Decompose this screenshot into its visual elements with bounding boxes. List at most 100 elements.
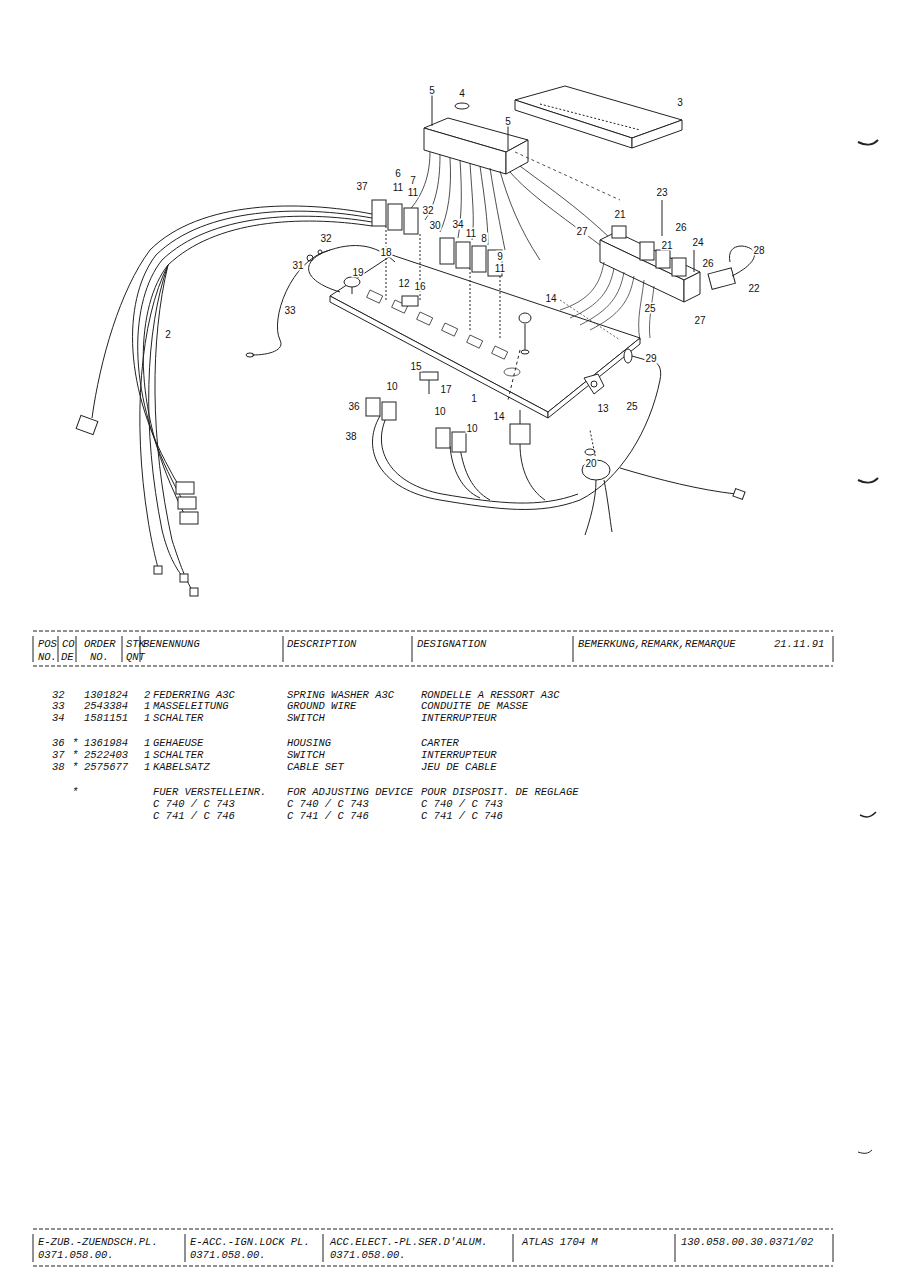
- table-cell: CABLE SET: [287, 761, 344, 773]
- callout-number: 10: [433, 406, 446, 417]
- callout-number: 12: [397, 278, 410, 289]
- callout-number: 5: [504, 116, 512, 127]
- callout-number: 23: [655, 187, 668, 198]
- callout-number: 5: [428, 85, 436, 96]
- table-cell: 0371.058.00.: [330, 1249, 406, 1261]
- callout-number: 20: [584, 458, 597, 469]
- table-cell: SWITCH: [287, 712, 325, 724]
- table-cell: C 741 / C 746: [421, 810, 503, 822]
- table-cell: RONDELLE A RESSORT A3C: [421, 689, 560, 701]
- callout-number: 4: [458, 88, 466, 99]
- table-cell: MASSELEITUNG: [153, 700, 229, 712]
- callout-number: 31: [291, 260, 304, 271]
- callout-number: 27: [693, 315, 706, 326]
- callout-number: 17: [439, 384, 452, 395]
- table-cell: DE: [61, 651, 74, 663]
- callout-number: 37: [355, 181, 368, 192]
- table-cell: 130.058.00.30.0371/02: [681, 1236, 813, 1248]
- callout-number: 22: [747, 283, 760, 294]
- table-cell: STK: [126, 638, 145, 650]
- callout-number: 28: [752, 245, 765, 256]
- table-cell: 32: [52, 689, 65, 701]
- callout-number: 11: [465, 228, 477, 239]
- callout-number: 25: [643, 303, 656, 314]
- table-cell: 2575677: [84, 761, 128, 773]
- callout-number: 9: [496, 251, 504, 262]
- table-cell: C 741 / C 746: [153, 810, 235, 822]
- table-cell: E-ACC.-IGN.LOCK PL.: [190, 1236, 310, 1248]
- table-cell: C 741 / C 746: [287, 810, 369, 822]
- callout-number: 15: [409, 361, 422, 372]
- table-cell: FOR ADJUSTING DEVICE: [287, 786, 413, 798]
- table-cell: BEMERKUNG,REMARK,REMARQUE: [578, 638, 736, 650]
- callout-number: 30: [428, 220, 441, 231]
- callout-number: 18: [379, 247, 392, 258]
- table-cell: 1581151: [84, 712, 128, 724]
- table-cell: SWITCH: [287, 749, 325, 761]
- table-cell: 1: [144, 737, 150, 749]
- table-cell: 34: [52, 712, 65, 724]
- table-cell: C 740 / C 743: [421, 798, 503, 810]
- callout-number: 26: [674, 222, 687, 233]
- callout-number: 7: [409, 175, 417, 186]
- callout-number: 25: [625, 401, 638, 412]
- table-cell: 36: [52, 737, 65, 749]
- callout-number: 14: [492, 411, 505, 422]
- callout-number: 8: [480, 233, 488, 244]
- callout-number: 38: [344, 431, 357, 442]
- callout-number: 32: [319, 233, 332, 244]
- table-cell: 0371.058.00.: [38, 1249, 114, 1261]
- table-cell: 1361984: [84, 737, 128, 749]
- callout-number: 36: [347, 401, 360, 412]
- table-cell: 1: [144, 700, 150, 712]
- callout-number: 24: [691, 237, 704, 248]
- table-cell: CONDUITE DE MASSE: [421, 700, 528, 712]
- table-cell: C 740 / C 743: [287, 798, 369, 810]
- callout-number: 32: [421, 205, 434, 216]
- table-cell: 1: [144, 749, 150, 761]
- table-cell: INTERRUPTEUR: [421, 712, 497, 724]
- table-cell: 21.11.91: [774, 638, 824, 650]
- callout-number: 3: [676, 97, 684, 108]
- table-cell: 37: [52, 749, 65, 761]
- table-cell: JEU DE CABLE: [421, 761, 497, 773]
- callout-number: 10: [385, 381, 398, 392]
- table-cell: *: [72, 761, 78, 773]
- table-cell: 33: [52, 700, 65, 712]
- callout-number: 1: [470, 393, 478, 404]
- table-cell: *: [72, 786, 78, 798]
- callout-number: 13: [596, 403, 609, 414]
- table-cell: GEHAEUSE: [153, 737, 203, 749]
- callout-number: 27: [575, 226, 588, 237]
- table-cell: 1: [144, 712, 150, 724]
- table-cell: CARTER: [421, 737, 459, 749]
- table-cell: NO.: [90, 651, 109, 663]
- table-cell: *: [72, 749, 78, 761]
- table-cell: FEDERRING A3C: [153, 689, 235, 701]
- callout-number: 19: [351, 267, 364, 278]
- table-cell: QNT: [126, 651, 145, 663]
- table-cell: DESCRIPTION: [287, 638, 356, 650]
- callout-number: 26: [701, 258, 714, 269]
- callout-number: 11: [407, 187, 419, 198]
- table-cell: 1301824: [84, 689, 128, 701]
- table-cell: 2: [144, 689, 150, 701]
- table-cell: *: [72, 737, 78, 749]
- table-cell: FUER VERSTELLEINR.: [153, 786, 266, 798]
- table-cell: C 740 / C 743: [153, 798, 235, 810]
- table-cell: NO.: [38, 651, 57, 663]
- table-cell: ACC.ELECT.-PL.SER.D'ALUM.: [330, 1236, 488, 1248]
- callout-number: 10: [465, 423, 478, 434]
- callout-number: 34: [451, 219, 464, 230]
- callout-number: 6: [394, 168, 402, 179]
- callout-number: 2: [164, 329, 172, 340]
- table-cell: SPRING WASHER A3C: [287, 689, 394, 701]
- table-cell: E-ZUB.-ZUENDSCH.PL.: [38, 1236, 158, 1248]
- table-cell: BENENNUNG: [143, 638, 200, 650]
- table-cell: INTERRUPTEUR: [421, 749, 497, 761]
- table-cell: 0371.058.00.: [190, 1249, 266, 1261]
- table-cell: 2543384: [84, 700, 128, 712]
- table-cell: 1: [144, 761, 150, 773]
- table-cell: POS: [38, 638, 57, 650]
- callout-number: 11: [494, 263, 506, 274]
